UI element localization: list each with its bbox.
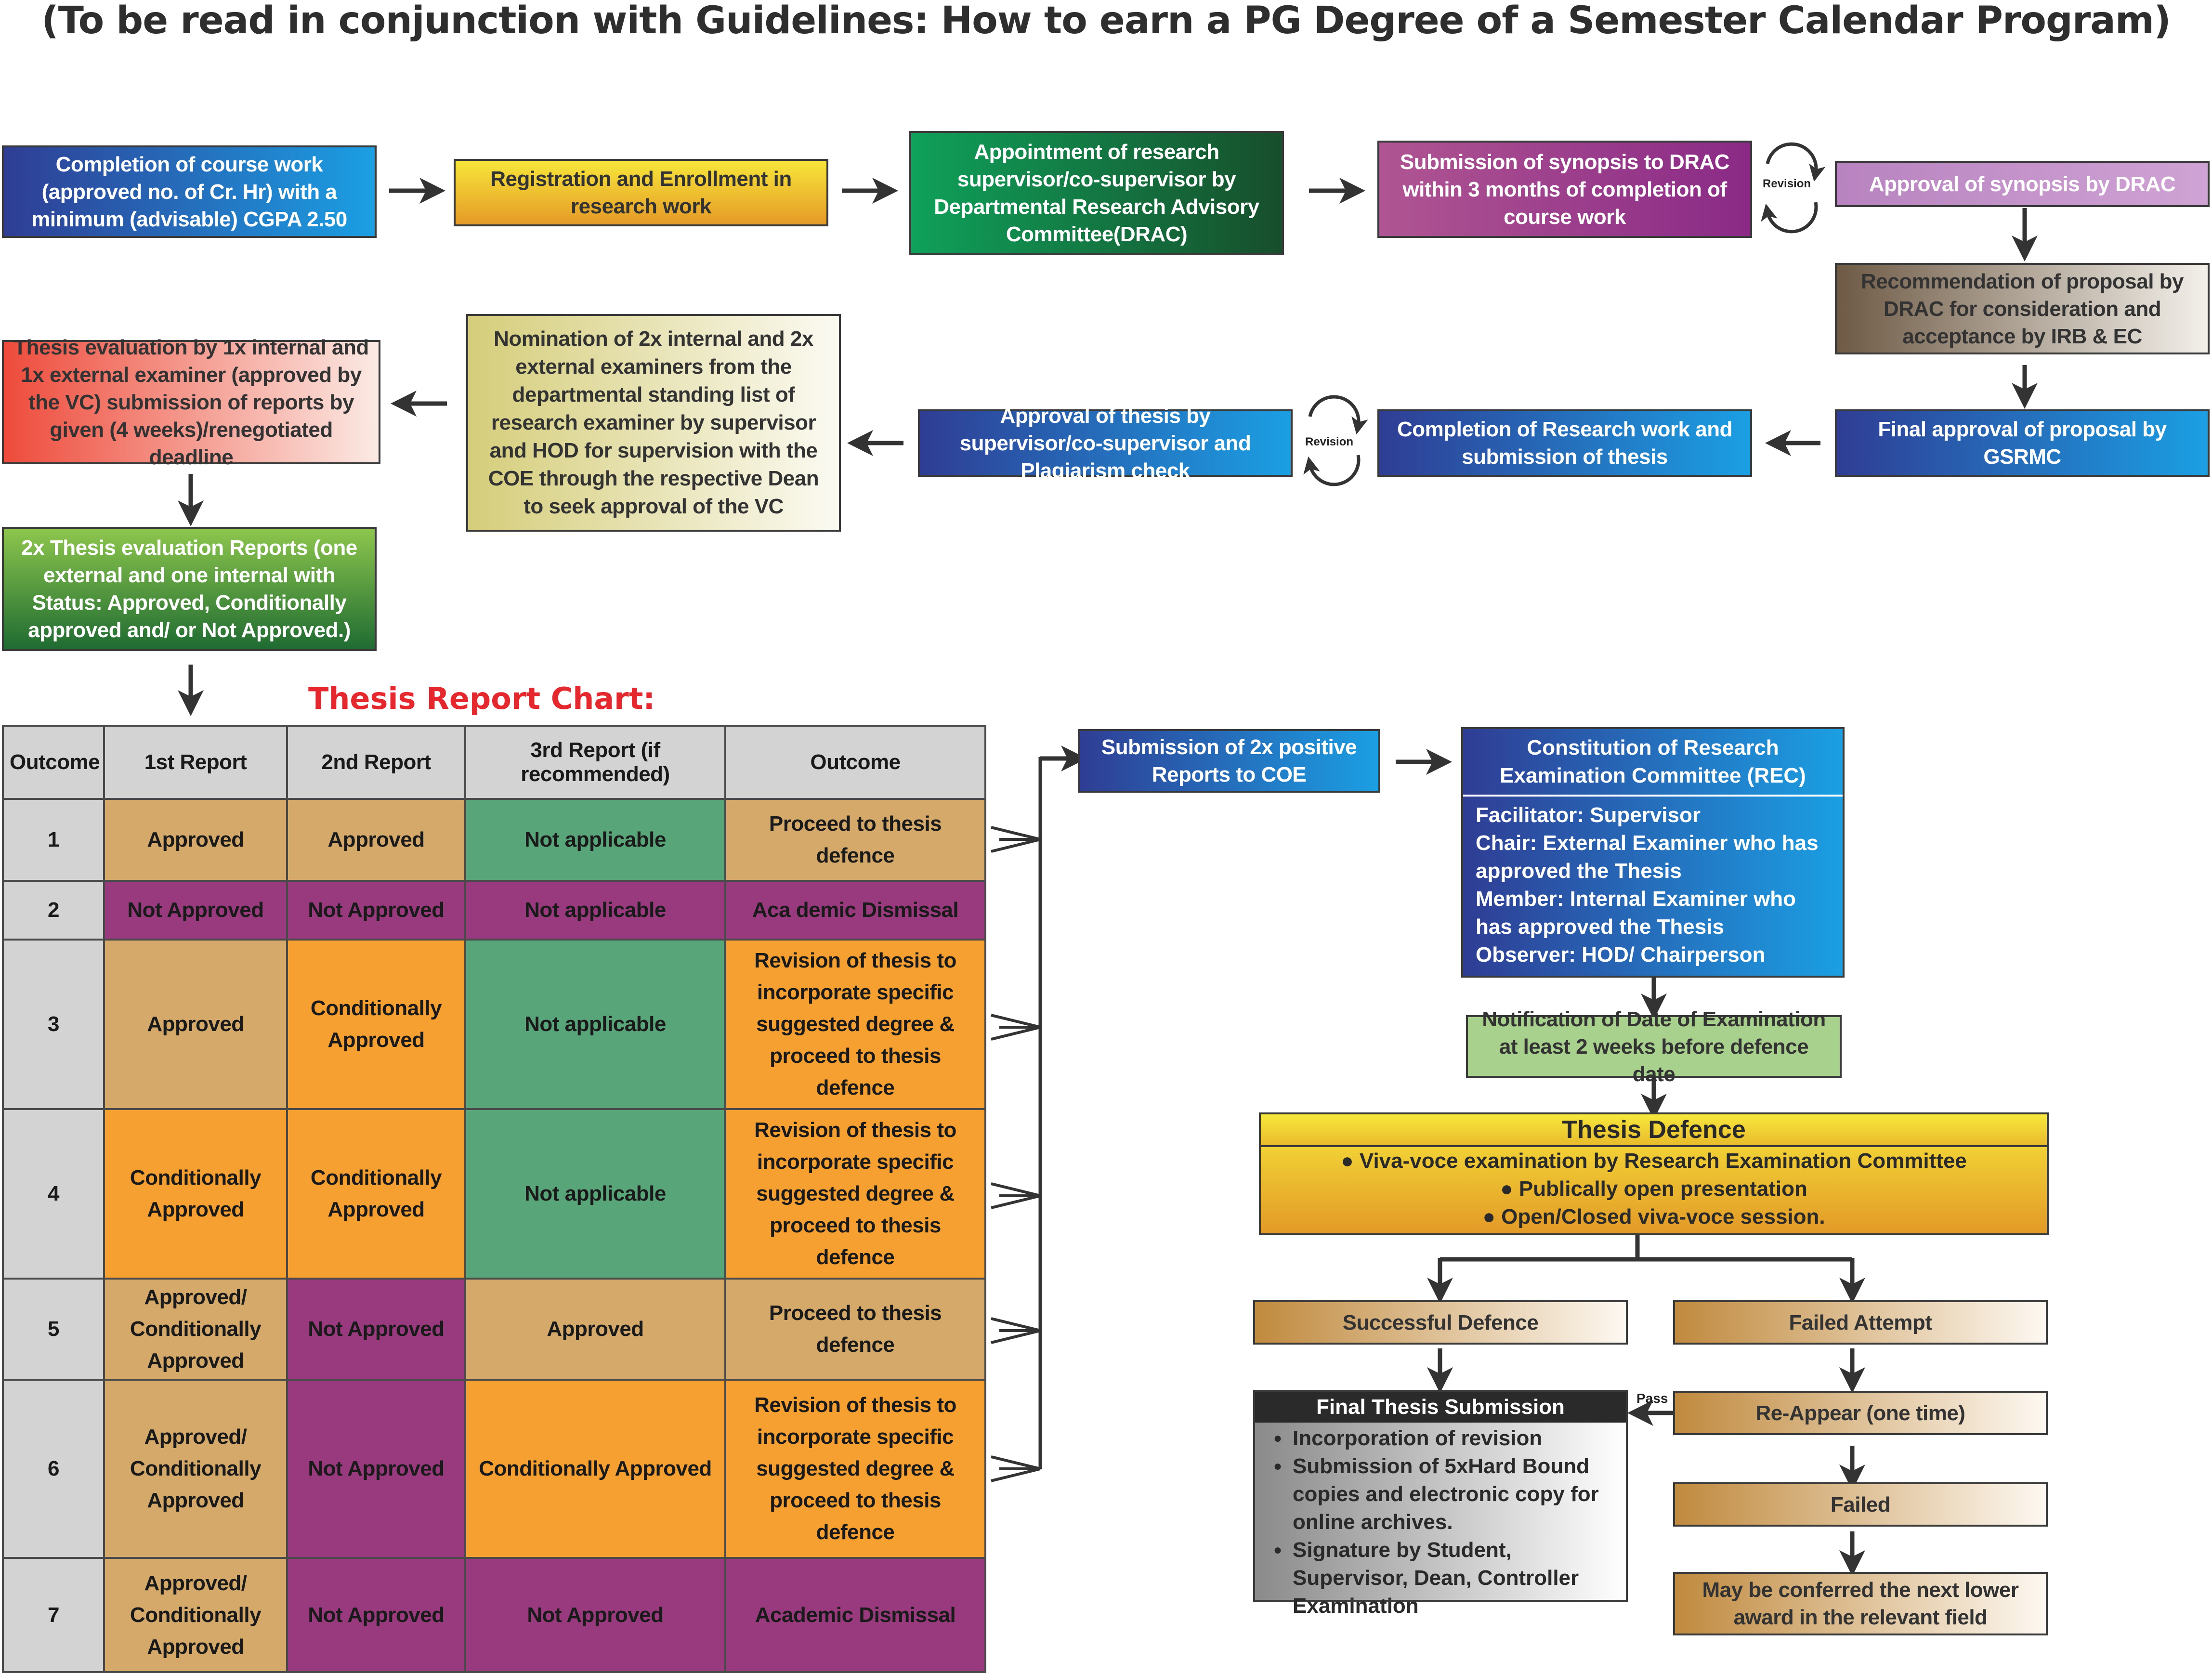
cell-2nd-report: Not Approved [286, 1557, 466, 1673]
cell-outcome: Proceed to thesis defence [724, 1278, 986, 1381]
table-row: 7 Approved/ Conditionally Approved Not A… [2, 1557, 986, 1673]
defence-item: ● Viva-voce examination by Research Exam… [1261, 1147, 2047, 1175]
failed: Failed [1673, 1482, 2048, 1527]
cell-1st-report: Approved [103, 798, 288, 882]
cell-1st-report: Not Approved [103, 880, 288, 941]
step-course-completion: Completion of course work (approved no. … [2, 145, 377, 238]
cell-2nd-report: Not Approved [286, 1278, 466, 1381]
cell-2nd-report: Conditionally Approved [286, 939, 466, 1110]
bullet-icon: ● [1482, 1205, 1495, 1229]
cell-outcome: Academic Dismissal [724, 1557, 986, 1673]
revision-label-thesis: Revision [1305, 435, 1354, 448]
step-examiner-nomination: Nomination of 2x internal and 2x externa… [466, 314, 841, 532]
table-row: 5 Approved/ Conditionally Approved Not A… [2, 1278, 986, 1381]
header-1st-report: 1st Report [103, 725, 288, 800]
thesis-report-table: Outcome 1st Report 2nd Report 3rd Report… [2, 725, 986, 1673]
thesis-defence-panel: Thesis Defence ● Viva-voce examination b… [1259, 1112, 2049, 1235]
step-synopsis-submission: Submission of synopsis to DRAC within 3 … [1377, 141, 1752, 238]
thesis-defence-title: Thesis Defence [1261, 1114, 2047, 1147]
cell-outcome: Aca demic Dismissal [724, 880, 986, 941]
final-thesis-submission-panel: Final Thesis Submission Incorporation of… [1253, 1390, 1628, 1618]
cell-3rd-report: Not applicable [464, 798, 726, 882]
header-outcome: Outcome [2, 725, 105, 800]
bullet-icon: ● [1500, 1177, 1513, 1201]
successful-defence: Successful Defence [1253, 1300, 1628, 1345]
rec-observer: Observer: HOD/ Chairperson [1476, 943, 1766, 967]
table-row: 4 Conditionally Approved Conditionally A… [2, 1108, 986, 1280]
cell-2nd-report: Conditionally Approved [286, 1108, 466, 1280]
step-synopsis-approval: Approval of synopsis by DRAC [1835, 161, 2210, 207]
cell-2nd-report: Not Approved [286, 880, 466, 941]
final-thesis-title: Final Thesis Submission [1255, 1392, 1626, 1423]
notification-examination-date: Notification of Date of Examination at l… [1466, 1007, 1842, 1086]
step-research-completion: Completion of Research work and submissi… [1377, 409, 1752, 477]
row-number: 2 [2, 880, 105, 941]
row-number: 6 [2, 1379, 105, 1559]
cell-3rd-report: Approved [464, 1278, 726, 1381]
cell-3rd-report: Not Approved [464, 1557, 726, 1673]
cell-1st-report: Approved/ Conditionally Approved [103, 1278, 288, 1381]
table-row: 1 Approved Approved Not applicable Proce… [2, 798, 986, 882]
step-final-approval-gsrmc: Final approval of proposal by GSRMC [1835, 409, 2210, 477]
rec-chair: Chair: External Examiner who has approve… [1476, 831, 1819, 883]
header-3rd-report: 3rd Report (if recommended) [464, 725, 726, 800]
step-appointment: Appointment of research supervisor/co-su… [909, 131, 1284, 255]
bullet-icon: ● [1341, 1149, 1354, 1173]
step-registration: Registration and Enrollment in research … [454, 159, 828, 226]
cell-outcome: Revision of thesis to incorporate specif… [724, 1108, 986, 1280]
rec-member: Member: Internal Examiner who has approv… [1476, 887, 1796, 939]
rec-title: Constitution of Research Examination Com… [1463, 729, 1843, 797]
row-number: 1 [2, 798, 105, 882]
rec-members: Facilitator: Supervisor Chair: External … [1463, 797, 1843, 974]
table-row: 2 Not Approved Not Approved Not applicab… [2, 880, 986, 941]
row-number: 3 [2, 939, 105, 1110]
step-recommendation: Recommendation of proposal by DRAC for c… [1835, 263, 2210, 354]
header-2nd-report: 2nd Report [286, 725, 466, 800]
defence-item: ● Open/Closed viva-voce session. [1261, 1203, 2047, 1231]
cell-3rd-report: Not applicable [464, 880, 726, 941]
defence-item-text: Viva-voce examination by Research Examin… [1359, 1149, 1967, 1173]
header-outcome-result: Outcome [724, 725, 986, 800]
lower-award: May be conferred the next lower award in… [1673, 1572, 2048, 1635]
rec-facilitator: Facilitator: Supervisor [1476, 803, 1701, 827]
table-row: 3 Approved Conditionally Approved Not ap… [2, 939, 986, 1110]
thesis-defence-items: ● Viva-voce examination by Research Exam… [1261, 1147, 2047, 1231]
final-item: Signature by Student, Supervisor, Dean, … [1271, 1536, 1617, 1620]
row-number: 4 [2, 1108, 105, 1280]
cell-outcome: Revision of thesis to incorporate specif… [724, 1379, 986, 1559]
cell-2nd-report: Not Approved [286, 1379, 466, 1559]
step-evaluation-reports: 2x Thesis evaluation Reports (one extern… [2, 527, 377, 651]
cell-1st-report: Approved [103, 939, 288, 1110]
cell-2nd-report: Approved [286, 798, 466, 882]
failed-attempt: Failed Attempt [1673, 1300, 2048, 1345]
thesis-report-chart-title: Thesis Report Chart: [308, 681, 655, 716]
defence-item-text: Open/Closed viva-voce session. [1501, 1205, 1825, 1229]
cell-1st-report: Conditionally Approved [103, 1108, 288, 1280]
pass-label: Pass [1636, 1391, 1668, 1406]
table-row: 6 Approved/ Conditionally Approved Not A… [2, 1379, 986, 1559]
final-thesis-items: Incorporation of revision Submission of … [1255, 1423, 1626, 1620]
cell-3rd-report: Conditionally Approved [464, 1379, 726, 1559]
row-number: 7 [2, 1557, 105, 1673]
step-thesis-evaluation: Thesis evaluation by 1x internal and 1x … [2, 336, 380, 469]
cell-3rd-report: Not applicable [464, 939, 726, 1110]
cell-outcome: Proceed to thesis defence [724, 798, 986, 882]
cell-1st-report: Approved/ Conditionally Approved [103, 1379, 288, 1559]
re-appear: Re-Appear (one time) [1673, 1391, 2048, 1435]
step-thesis-approval: Approval of thesis by supervisor/co-supe… [918, 404, 1293, 483]
defence-item-text: Publically open presentation [1518, 1177, 1807, 1201]
cell-1st-report: Approved/ Conditionally Approved [103, 1557, 288, 1673]
revision-label-synopsis: Revision [1763, 177, 1811, 190]
page-title: (To be read in conjunction with Guidelin… [41, 0, 2171, 42]
final-item: Submission of 5xHard Bound copies and el… [1271, 1452, 1617, 1536]
final-item: Incorporation of revision [1271, 1425, 1617, 1452]
submit-positive-reports: Submission of 2x positive Reports to COE [1078, 729, 1380, 793]
row-number: 5 [2, 1278, 105, 1381]
cell-3rd-report: Not applicable [464, 1108, 726, 1280]
defence-item: ● Publically open presentation [1261, 1175, 2047, 1203]
cell-outcome: Revision of thesis to incorporate specif… [724, 939, 986, 1110]
rec-panel: Constitution of Research Examination Com… [1461, 727, 1845, 978]
table-header-row: Outcome 1st Report 2nd Report 3rd Report… [2, 725, 986, 800]
